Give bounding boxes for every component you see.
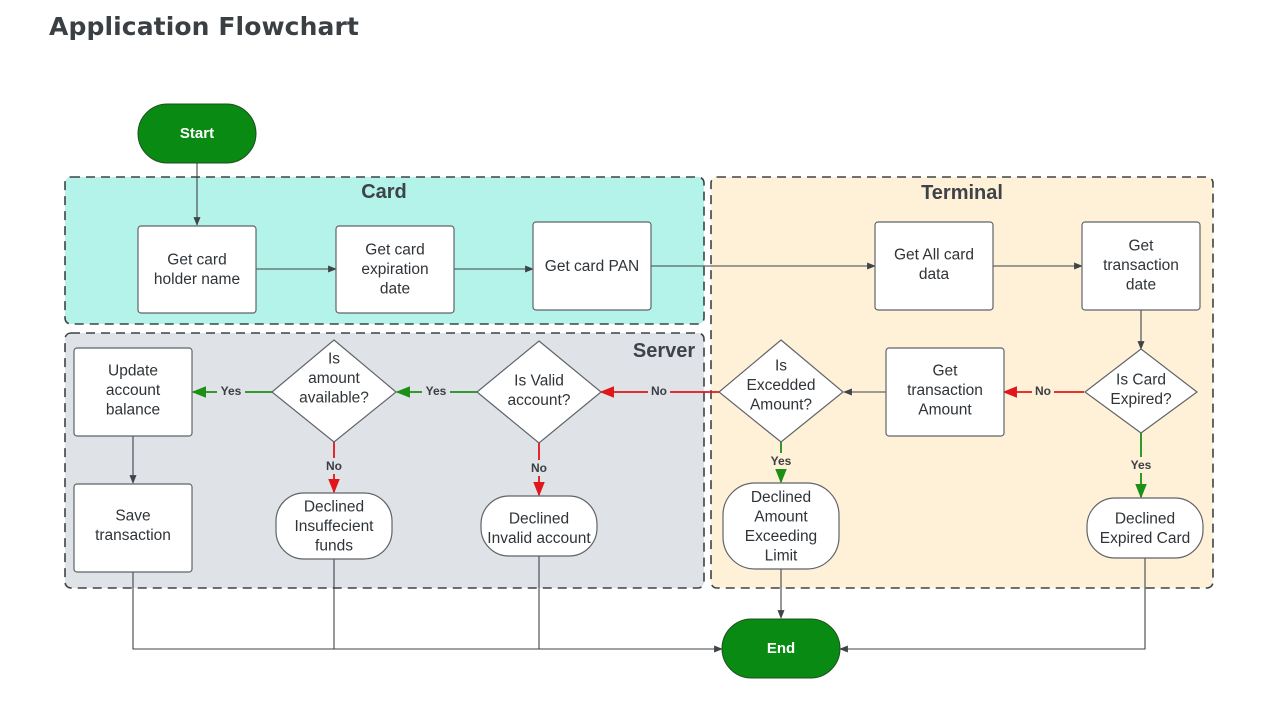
- label-line: Expired?: [1110, 391, 1172, 408]
- get-transaction-date-box: [1081, 221, 1201, 311]
- update-account-balance-box: [73, 347, 193, 437]
- edge-label-yes: Yes: [771, 454, 792, 468]
- declined-insufficient-funds-node: [275, 492, 393, 560]
- start-terminator: [137, 103, 257, 164]
- get-card-holder-name-label: Get card holder name: [154, 251, 240, 288]
- is-exceeded-amount-decision: [718, 339, 844, 443]
- label-line: Limit: [765, 547, 798, 564]
- label-line: Exceeding: [745, 528, 817, 545]
- label-line: transaction: [907, 382, 983, 399]
- update-account-balance-label: Update account balance: [106, 363, 161, 419]
- label-line: Declined: [509, 510, 569, 527]
- label-line: Excedded: [747, 377, 816, 394]
- label-line: Update: [108, 363, 158, 380]
- edge-label-yes: Yes: [426, 384, 447, 398]
- declined-invalid-account-node: [480, 495, 598, 557]
- edge-label-no: No: [651, 384, 667, 398]
- declined-expired-card-node: [1086, 497, 1204, 559]
- label-line: Get: [933, 363, 959, 380]
- zone-terminal-title: Terminal: [921, 182, 1003, 204]
- label-line: available?: [299, 390, 369, 407]
- is-valid-account-label: Is Valid account?: [508, 372, 571, 409]
- label-line: Is Card: [1116, 371, 1166, 388]
- connectors: [129, 163, 1146, 653]
- label-line: funds: [315, 538, 353, 555]
- edge-label-yes: Yes: [1131, 458, 1152, 472]
- declined-amount-exceeding-limit-node: [722, 482, 840, 570]
- get-card-expiration-date-label: Get card expiration date: [361, 242, 428, 298]
- label-line: balance: [106, 402, 160, 419]
- label-line: transaction: [1103, 257, 1179, 274]
- save-transaction-label: Save transaction: [95, 507, 171, 544]
- is-card-expired-decision: [1083, 348, 1199, 434]
- get-card-holder-name-box: [137, 225, 257, 314]
- label-line: holder name: [154, 271, 240, 288]
- label-line: Get All card: [894, 246, 974, 263]
- zone-card-title: Card: [361, 181, 407, 203]
- label-line: Expired Card: [1100, 530, 1190, 547]
- end-terminator: [721, 618, 841, 679]
- is-amount-available-label: Is amount available?: [299, 351, 369, 407]
- edge-label-yes: Yes: [221, 384, 242, 398]
- label-line: Get card: [167, 251, 226, 268]
- page-title: Application Flowchart: [49, 12, 359, 41]
- label-line: data: [919, 266, 950, 283]
- get-card-pan-box: [532, 221, 652, 311]
- label-line: Save: [115, 507, 150, 524]
- label-line: Amount?: [750, 397, 812, 414]
- get-card-pan-label: Get card PAN: [545, 258, 639, 275]
- label-line: Is: [328, 351, 340, 368]
- is-amount-available-decision: [271, 339, 397, 443]
- label-line: Declined: [751, 489, 811, 506]
- is-valid-account-decision: [476, 340, 602, 444]
- edge-label-no: No: [531, 461, 547, 475]
- label-line: account: [106, 382, 161, 399]
- edge-labels: No No Yes Yes No No Yes Yes: [217, 383, 1156, 476]
- label-line: Get card: [365, 242, 424, 259]
- label-line: Is Valid: [514, 372, 564, 389]
- label-line: Get card PAN: [545, 258, 639, 275]
- label-line: Get: [1129, 238, 1155, 255]
- label-line: Amount: [754, 508, 808, 525]
- label-line: account?: [508, 392, 571, 409]
- get-all-card-data-label: Get All card data: [894, 246, 974, 283]
- edge-label-no: No: [1035, 384, 1051, 398]
- label-line: Declined: [304, 499, 364, 516]
- label-line: Invalid account: [487, 530, 591, 547]
- zone-server-title: Server: [633, 340, 695, 362]
- label-line: Declined: [1115, 510, 1175, 527]
- label-line: date: [380, 281, 410, 298]
- label-line: Insuffecient: [295, 518, 375, 535]
- label-line: transaction: [95, 527, 171, 544]
- label-line: date: [1126, 277, 1156, 294]
- edge-label-no: No: [326, 459, 342, 473]
- label-line: Amount: [918, 402, 972, 419]
- start-label: Start: [180, 125, 214, 142]
- get-all-card-data-box: [874, 221, 994, 311]
- get-transaction-amount-box: [885, 347, 1005, 437]
- label-line: expiration: [361, 261, 428, 278]
- save-transaction-box: [73, 483, 193, 573]
- label-line: amount: [308, 370, 360, 387]
- get-card-expiration-date-box: [335, 225, 455, 314]
- end-label: End: [767, 640, 795, 657]
- label-line: Is: [775, 358, 787, 375]
- get-transaction-date-label: Get transaction date: [1103, 238, 1179, 294]
